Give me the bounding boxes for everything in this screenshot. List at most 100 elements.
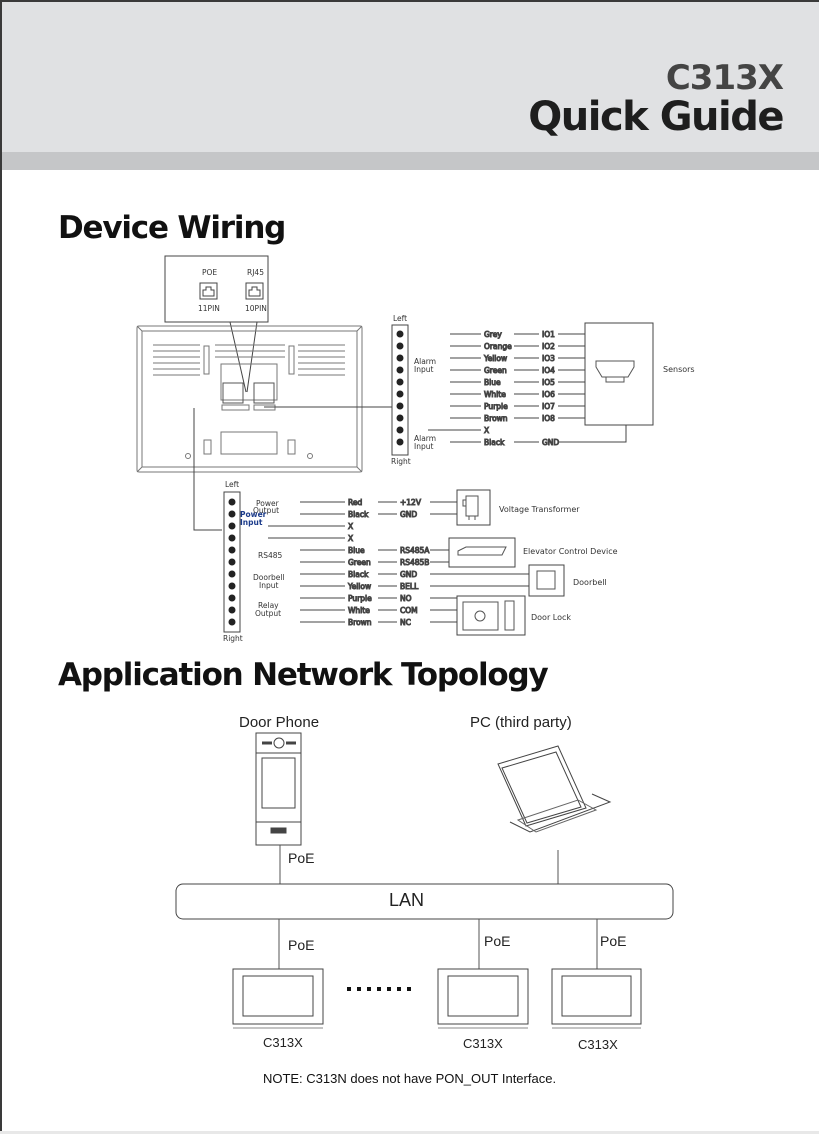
sensor-icon: [595, 360, 635, 383]
monitor-3-label: C313X: [578, 1037, 618, 1052]
terminal-block-1: [391, 324, 409, 456]
header-stripe: [2, 152, 819, 170]
wire-signal-label: RS485A: [400, 546, 430, 555]
wire-signal-label: IO6: [542, 390, 555, 399]
terminal-block-1-pins: [396, 330, 404, 446]
wire-color-label: Yellow: [483, 354, 507, 363]
wire-signal-label: GND: [542, 438, 559, 447]
device-back-illustration: [136, 325, 363, 473]
wire-color-label: X: [348, 522, 353, 531]
port-callout-box: [164, 255, 269, 323]
door-lock-icon: [462, 601, 499, 631]
terminal-pin: [396, 342, 404, 350]
laptop-icon: [497, 745, 612, 833]
wire-color-label: X: [348, 534, 353, 543]
terminal-block-2-pins: [228, 498, 236, 626]
wire-signal-label: GND: [400, 570, 417, 579]
monitor-1-icon: [232, 968, 324, 1029]
terminal-pin: [228, 618, 236, 626]
page-border-left: [0, 0, 2, 1134]
voltage-transformer-label: Voltage Transformer: [499, 505, 580, 514]
guide-title: Quick Guide: [528, 94, 784, 140]
wire-signal-label: BELL: [400, 582, 419, 591]
door-lock-label: Door Lock: [531, 613, 571, 622]
wire-signal-label: IO2: [542, 342, 555, 351]
wire-color-label: Blue: [348, 546, 365, 555]
sensor-gnd-line: [560, 425, 627, 443]
terminal-pin: [396, 390, 404, 398]
wire-signal-label: IO7: [542, 402, 555, 411]
door-lock-box: [456, 595, 526, 636]
terminal-pin: [396, 354, 404, 362]
doorbell-box: [528, 564, 565, 597]
elevator-control-box: [448, 537, 516, 568]
poe-port-icon: [199, 282, 218, 300]
wire-signal-label: IO3: [542, 354, 555, 363]
wire-color-label: White: [348, 606, 370, 615]
network-topology: Door Phone PC (third party) PoE LAN PoE …: [175, 714, 674, 1052]
monitor-2-label: C313X: [463, 1036, 503, 1051]
lan-bar: [175, 883, 674, 920]
terminal-pin: [228, 546, 236, 554]
monitor-1-label: C313X: [263, 1035, 303, 1050]
ellipsis-dots: [347, 987, 411, 991]
door-phone-poe-label: PoE: [288, 850, 314, 866]
transformer-icon: [462, 495, 479, 520]
rs485-label: RS485: [258, 551, 283, 560]
rj45-pins-label: 10PIN: [245, 304, 267, 313]
elevator-device-icon: [457, 546, 507, 556]
terminal-pin: [396, 330, 404, 338]
tb1-left-label: Left: [393, 314, 407, 323]
terminal-pin: [228, 558, 236, 566]
footnote: NOTE: C313N does not have PON_OUT Interf…: [262, 1071, 557, 1086]
connector-line-left: [193, 408, 222, 531]
monitor-2-poe-label: PoE: [484, 933, 510, 949]
wire-color-label: Black: [348, 510, 369, 519]
wire-color-label: Green: [348, 558, 371, 567]
wire-signal-label: IO4: [542, 366, 555, 375]
poe-port-glyph: [202, 286, 215, 297]
wire-color-label: Black: [484, 438, 505, 447]
monitor-3-poe-label: PoE: [600, 933, 626, 949]
terminal-pin: [228, 570, 236, 578]
section-network-topology: Application Network Topology: [58, 657, 549, 693]
terminal-pin: [228, 606, 236, 614]
wire-signal-label: NC: [400, 618, 411, 627]
elevator-control-label: Elevator Control Device: [523, 547, 618, 556]
voltage-transformer-box: [456, 489, 491, 526]
header-band: [2, 2, 819, 152]
door-phone-icon: [255, 732, 302, 846]
terminal-block-2: [223, 491, 241, 633]
terminal-pin: [228, 594, 236, 602]
terminal-pin: [228, 522, 236, 530]
wire-color-label: Orange: [484, 342, 512, 351]
terminal-pin: [396, 402, 404, 410]
wire-signal-label: IO1: [542, 330, 555, 339]
terminal-pin: [396, 414, 404, 422]
wire-color-label: Blue: [484, 378, 501, 387]
doorbell-label: Doorbell: [573, 578, 607, 587]
wire-color-label: Yellow: [347, 582, 371, 591]
rj45-port-icon: [245, 282, 264, 300]
wire-signal-label: IO8: [542, 414, 555, 423]
monitor-1-poe-label: PoE: [288, 937, 314, 953]
wire-color-label: Brown: [484, 414, 508, 423]
wire-color-label: Purple: [348, 594, 372, 603]
page-border-top: [0, 0, 819, 2]
wire-signal-label: COM: [400, 606, 418, 615]
wire-color-label: Purple: [484, 402, 508, 411]
terminal-pin: [228, 582, 236, 590]
rj45-label: RJ45: [247, 268, 264, 277]
pc-label: PC (third party): [470, 714, 572, 731]
wire-color-label: Black: [348, 570, 369, 579]
monitor-2-icon: [437, 968, 529, 1029]
sensors-label: Sensors: [663, 365, 695, 374]
